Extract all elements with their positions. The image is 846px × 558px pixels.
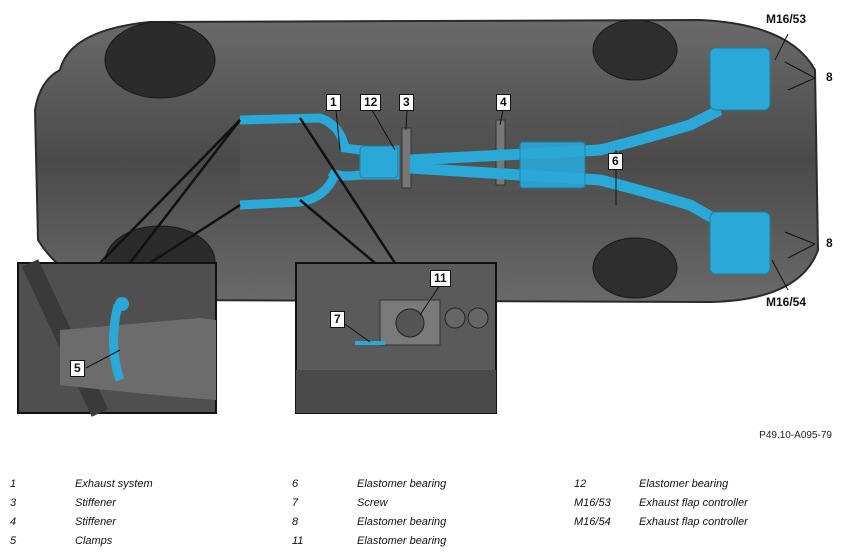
legend-number: 5 bbox=[10, 535, 17, 547]
legend-text: Elastomer bearing bbox=[357, 516, 447, 528]
legend-number: 6 bbox=[292, 478, 299, 490]
bearing-detail-inset bbox=[295, 262, 497, 414]
clamp-detail-inset bbox=[17, 259, 217, 417]
legend-number: 1 bbox=[10, 478, 17, 490]
callout-7: 7 bbox=[330, 311, 345, 328]
legend-number: 11 bbox=[292, 535, 304, 547]
legend-number: 3 bbox=[10, 497, 17, 509]
callout-8-bottom: 8 bbox=[826, 236, 833, 250]
callout-5: 5 bbox=[70, 360, 85, 377]
stiffener-3 bbox=[401, 127, 412, 189]
callout-11: 11 bbox=[430, 270, 451, 287]
exhaust-system bbox=[239, 47, 771, 275]
legend-text: Stiffener bbox=[75, 497, 116, 509]
callout-6: 6 bbox=[608, 153, 623, 170]
legend-text: Stiffener bbox=[75, 516, 116, 528]
legend-number: 12 bbox=[574, 478, 587, 490]
legend-text: Elastomer bearing bbox=[357, 535, 447, 547]
callout-12: 12 bbox=[360, 94, 382, 111]
legend-number: 8 bbox=[292, 516, 299, 528]
callout-m16-54: M16/54 bbox=[766, 295, 807, 309]
callout-1: 1 bbox=[326, 94, 341, 111]
legend-text: Exhaust flap controller bbox=[639, 497, 748, 509]
rear-left-wheel bbox=[592, 19, 678, 81]
legend-number: M16/54 bbox=[574, 516, 611, 528]
legend-number: 4 bbox=[10, 516, 17, 528]
legend-text: Screw bbox=[357, 497, 388, 509]
legend-text: Clamps bbox=[75, 535, 113, 547]
callout-8-top: 8 bbox=[826, 70, 833, 84]
legend-number: 7 bbox=[292, 497, 299, 509]
callout-m16-53: M16/53 bbox=[766, 12, 807, 26]
reference-code: P49.10-A095-79 bbox=[759, 430, 832, 441]
legend-text: Exhaust flap controller bbox=[639, 516, 748, 528]
detail-leaders bbox=[99, 117, 397, 265]
callout-4: 4 bbox=[496, 94, 511, 111]
legend-text: Elastomer bearing bbox=[357, 478, 447, 490]
rear-right-wheel bbox=[592, 237, 678, 299]
legend-text: Elastomer bearing bbox=[639, 478, 729, 490]
legend-number: M16/53 bbox=[574, 497, 611, 509]
legend-text: Exhaust system bbox=[75, 478, 153, 490]
front-left-wheel bbox=[104, 21, 216, 99]
exhaust-underbody-diagram bbox=[17, 18, 820, 417]
callout-3: 3 bbox=[399, 94, 414, 111]
